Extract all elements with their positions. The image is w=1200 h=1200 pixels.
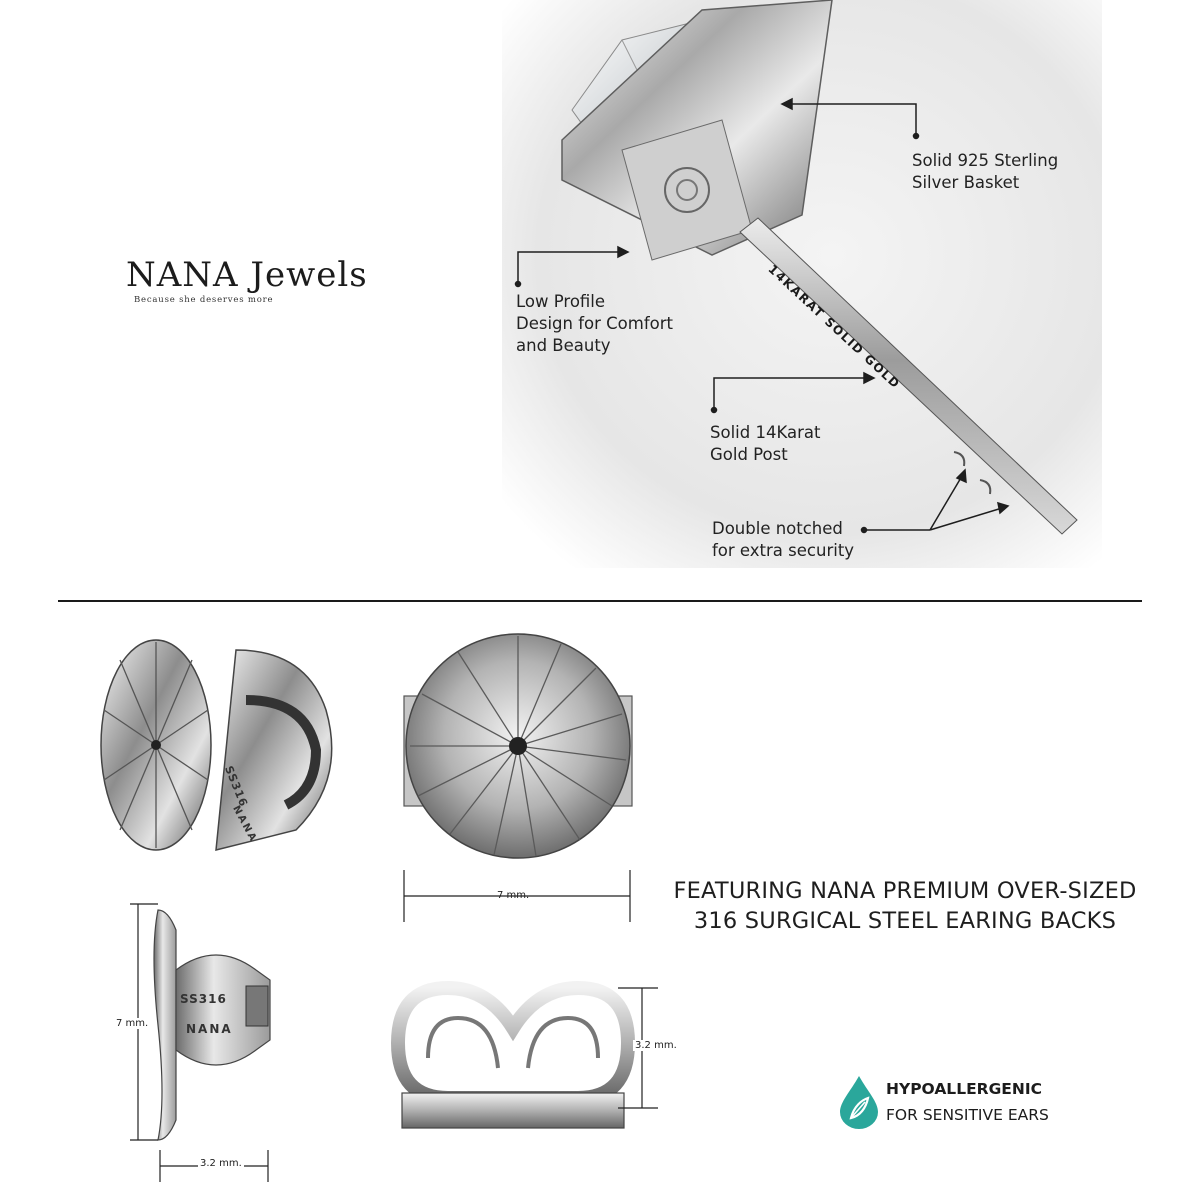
logo-name: NANA Jewels (126, 255, 368, 295)
callout-post-line1: Solid 14Karat (710, 423, 821, 442)
dimension-side-depth-label: 3.2 mm. (198, 1158, 244, 1169)
callout-post-line2: Gold Post (710, 445, 788, 464)
callout-profile: Low Profile Design for Comfort and Beaut… (516, 291, 673, 357)
callout-notch: Double notched for extra security (712, 518, 854, 562)
callout-post: Solid 14Karat Gold Post (710, 422, 820, 466)
earring-back-side (153, 909, 271, 1141)
side-steel-engraving: SS316 (180, 992, 227, 1006)
callout-basket-line1: Solid 925 Sterling (912, 151, 1059, 170)
callout-basket: Solid 925 Sterling Silver Basket (912, 150, 1058, 194)
callout-basket-line2: Silver Basket (912, 173, 1020, 192)
dimension-front-width-label: 7 mm. (497, 890, 530, 901)
callout-notch-line2: for extra security (712, 541, 855, 560)
feature-line1: FEATURING NANA PREMIUM OVER-SIZED (673, 878, 1137, 904)
dimension-side-height-label: 7 mm. (114, 1018, 151, 1029)
earring-back-loops (390, 980, 636, 1129)
earring-back-front (403, 633, 633, 859)
earring-back-angled (100, 639, 333, 851)
post-notches (953, 451, 992, 495)
callout-leaders (514, 97, 1010, 534)
section-divider (58, 600, 1142, 602)
feature-headline: FEATURING NANA PREMIUM OVER-SIZED 316 SU… (640, 876, 1170, 936)
side-brand-engraving: NANA (186, 1022, 233, 1036)
callout-profile-line3: and Beauty (516, 336, 611, 355)
dimension-loop-height-label: 3.2 mm. (633, 1040, 679, 1051)
hypoallergenic-subtitle: FOR SENSITIVE EARS (886, 1106, 1049, 1124)
logo-tagline: Because she deserves more (134, 295, 274, 305)
callout-profile-line1: Low Profile (516, 292, 606, 311)
feature-line2: 316 SURGICAL STEEL EARING BACKS (693, 908, 1117, 934)
earring-stud-illustration (502, 0, 1102, 568)
brand-logo: NANA Jewels Because she deserves more (126, 255, 368, 305)
hypoallergenic-title: HYPOALLERGENIC (886, 1080, 1043, 1098)
gold-post (739, 217, 1078, 535)
leaf-drop-icon (840, 1076, 878, 1129)
callout-notch-line1: Double notched (712, 519, 843, 538)
filigree (664, 167, 710, 213)
dimension-front-width (403, 870, 631, 922)
callout-profile-line2: Design for Comfort (516, 314, 673, 333)
